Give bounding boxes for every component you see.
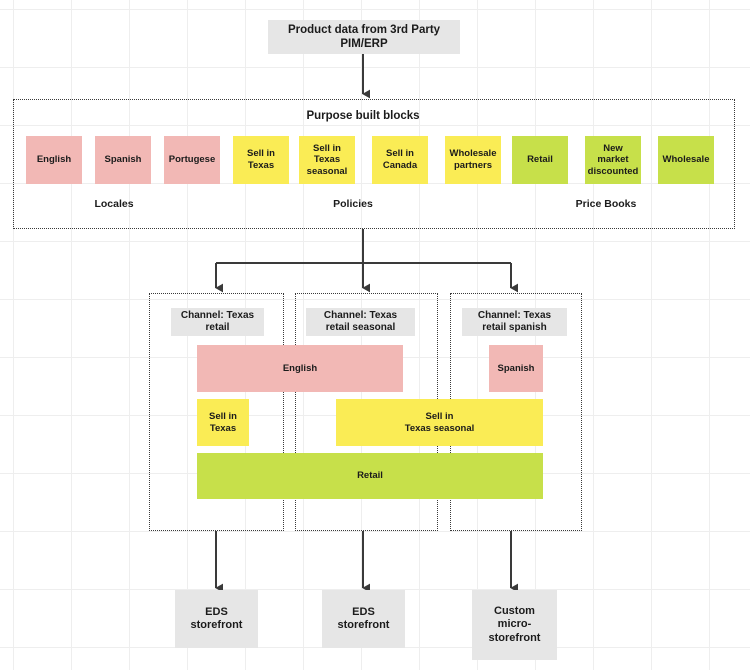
channel-title-texas-retail-seasonal: Channel: Texas retail seasonal — [306, 308, 415, 336]
block-pricebook-wholesale[interactable]: Wholesale — [658, 136, 714, 184]
channel-title-texas-retail: Channel: Texas retail — [171, 308, 264, 336]
block-locale-spanish[interactable]: Spanish — [95, 136, 151, 184]
channel-block-sell-in-texas-seasonal[interactable]: Sell in Texas seasonal — [336, 399, 543, 446]
storefront-eds-2[interactable]: EDS storefront — [322, 590, 405, 648]
channel-block-spanish[interactable]: Spanish — [489, 345, 543, 392]
channel-title-texas-retail-spanish: Channel: Texas retail spanish — [462, 308, 567, 336]
group-label-locales: Locales — [94, 198, 134, 210]
group-label-price-books: Price Books — [575, 198, 637, 210]
storefront-custom-micro[interactable]: Custom micro- storefront — [472, 590, 557, 660]
channel-block-sell-in-texas[interactable]: Sell in Texas — [197, 399, 249, 446]
source-node[interactable]: Product data from 3rd Party PIM/ERP — [268, 20, 460, 54]
block-policy-wholesale-partners[interactable]: Wholesale partners — [445, 136, 501, 184]
purpose-built-blocks-group — [13, 99, 735, 229]
group-label-policies: Policies — [333, 198, 373, 210]
channel-block-retail[interactable]: Retail — [197, 453, 543, 499]
channel-block-english-shared[interactable]: English — [197, 345, 403, 392]
channel-group-texas-retail — [149, 293, 284, 531]
block-locale-english[interactable]: English — [26, 136, 82, 184]
storefront-eds-1[interactable]: EDS storefront — [175, 590, 258, 648]
block-pricebook-new-market-discounted[interactable]: New market discounted — [585, 136, 641, 184]
block-policy-sell-in-canada[interactable]: Sell in Canada — [372, 136, 428, 184]
purpose-built-blocks-title: Purpose built blocks — [306, 110, 420, 122]
block-pricebook-retail[interactable]: Retail — [512, 136, 568, 184]
block-policy-sell-in-texas-seasonal[interactable]: Sell in Texas seasonal — [299, 136, 355, 184]
block-policy-sell-in-texas[interactable]: Sell in Texas — [233, 136, 289, 184]
block-locale-portugese[interactable]: Portugese — [164, 136, 220, 184]
